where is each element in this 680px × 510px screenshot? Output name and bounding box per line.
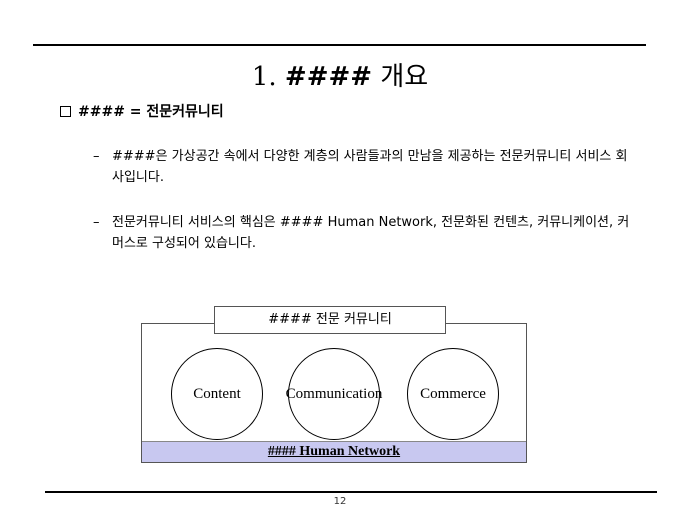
human-network-label: #### Human Network [267,444,401,459]
title-number: 1. [251,62,277,92]
top-rule [33,44,646,46]
section-heading-text: #### = 전문커뮤니티 [78,104,224,120]
bullet-text: 전문커뮤니티 서비스의 핵심은 #### Human Network, 전문화된… [112,215,630,251]
communication-circle: Communication [286,348,382,440]
content-circle: Content [171,348,263,440]
bullet-item: – ####은 가상공간 속에서 다양한 계층의 사람들과의 만남을 제공하는 … [93,146,632,188]
dash-bullet-icon: – [93,215,100,230]
bullet-item: – 전문커뮤니티 서비스의 핵심은 #### Human Network, 전문… [93,212,632,254]
checkbox-bullet-icon [60,105,71,117]
dash-bullet-icon: – [93,149,100,164]
title-hash: #### [284,62,373,92]
diagram-title: #### 전문 커뮤니티 [214,306,446,334]
bullet-text: ####은 가상공간 속에서 다양한 계층의 사람들과의 만남을 제공하는 전문… [112,149,628,185]
human-network-bar: #### Human Network [142,441,526,462]
commerce-circle: Commerce [407,348,499,440]
section-heading: #### = 전문커뮤니티 [60,101,224,121]
slide-title: 1. #### 개요 [0,56,680,93]
title-text: 개요 [380,62,429,92]
bottom-rule [45,491,657,493]
page-number: 12 [333,496,347,507]
